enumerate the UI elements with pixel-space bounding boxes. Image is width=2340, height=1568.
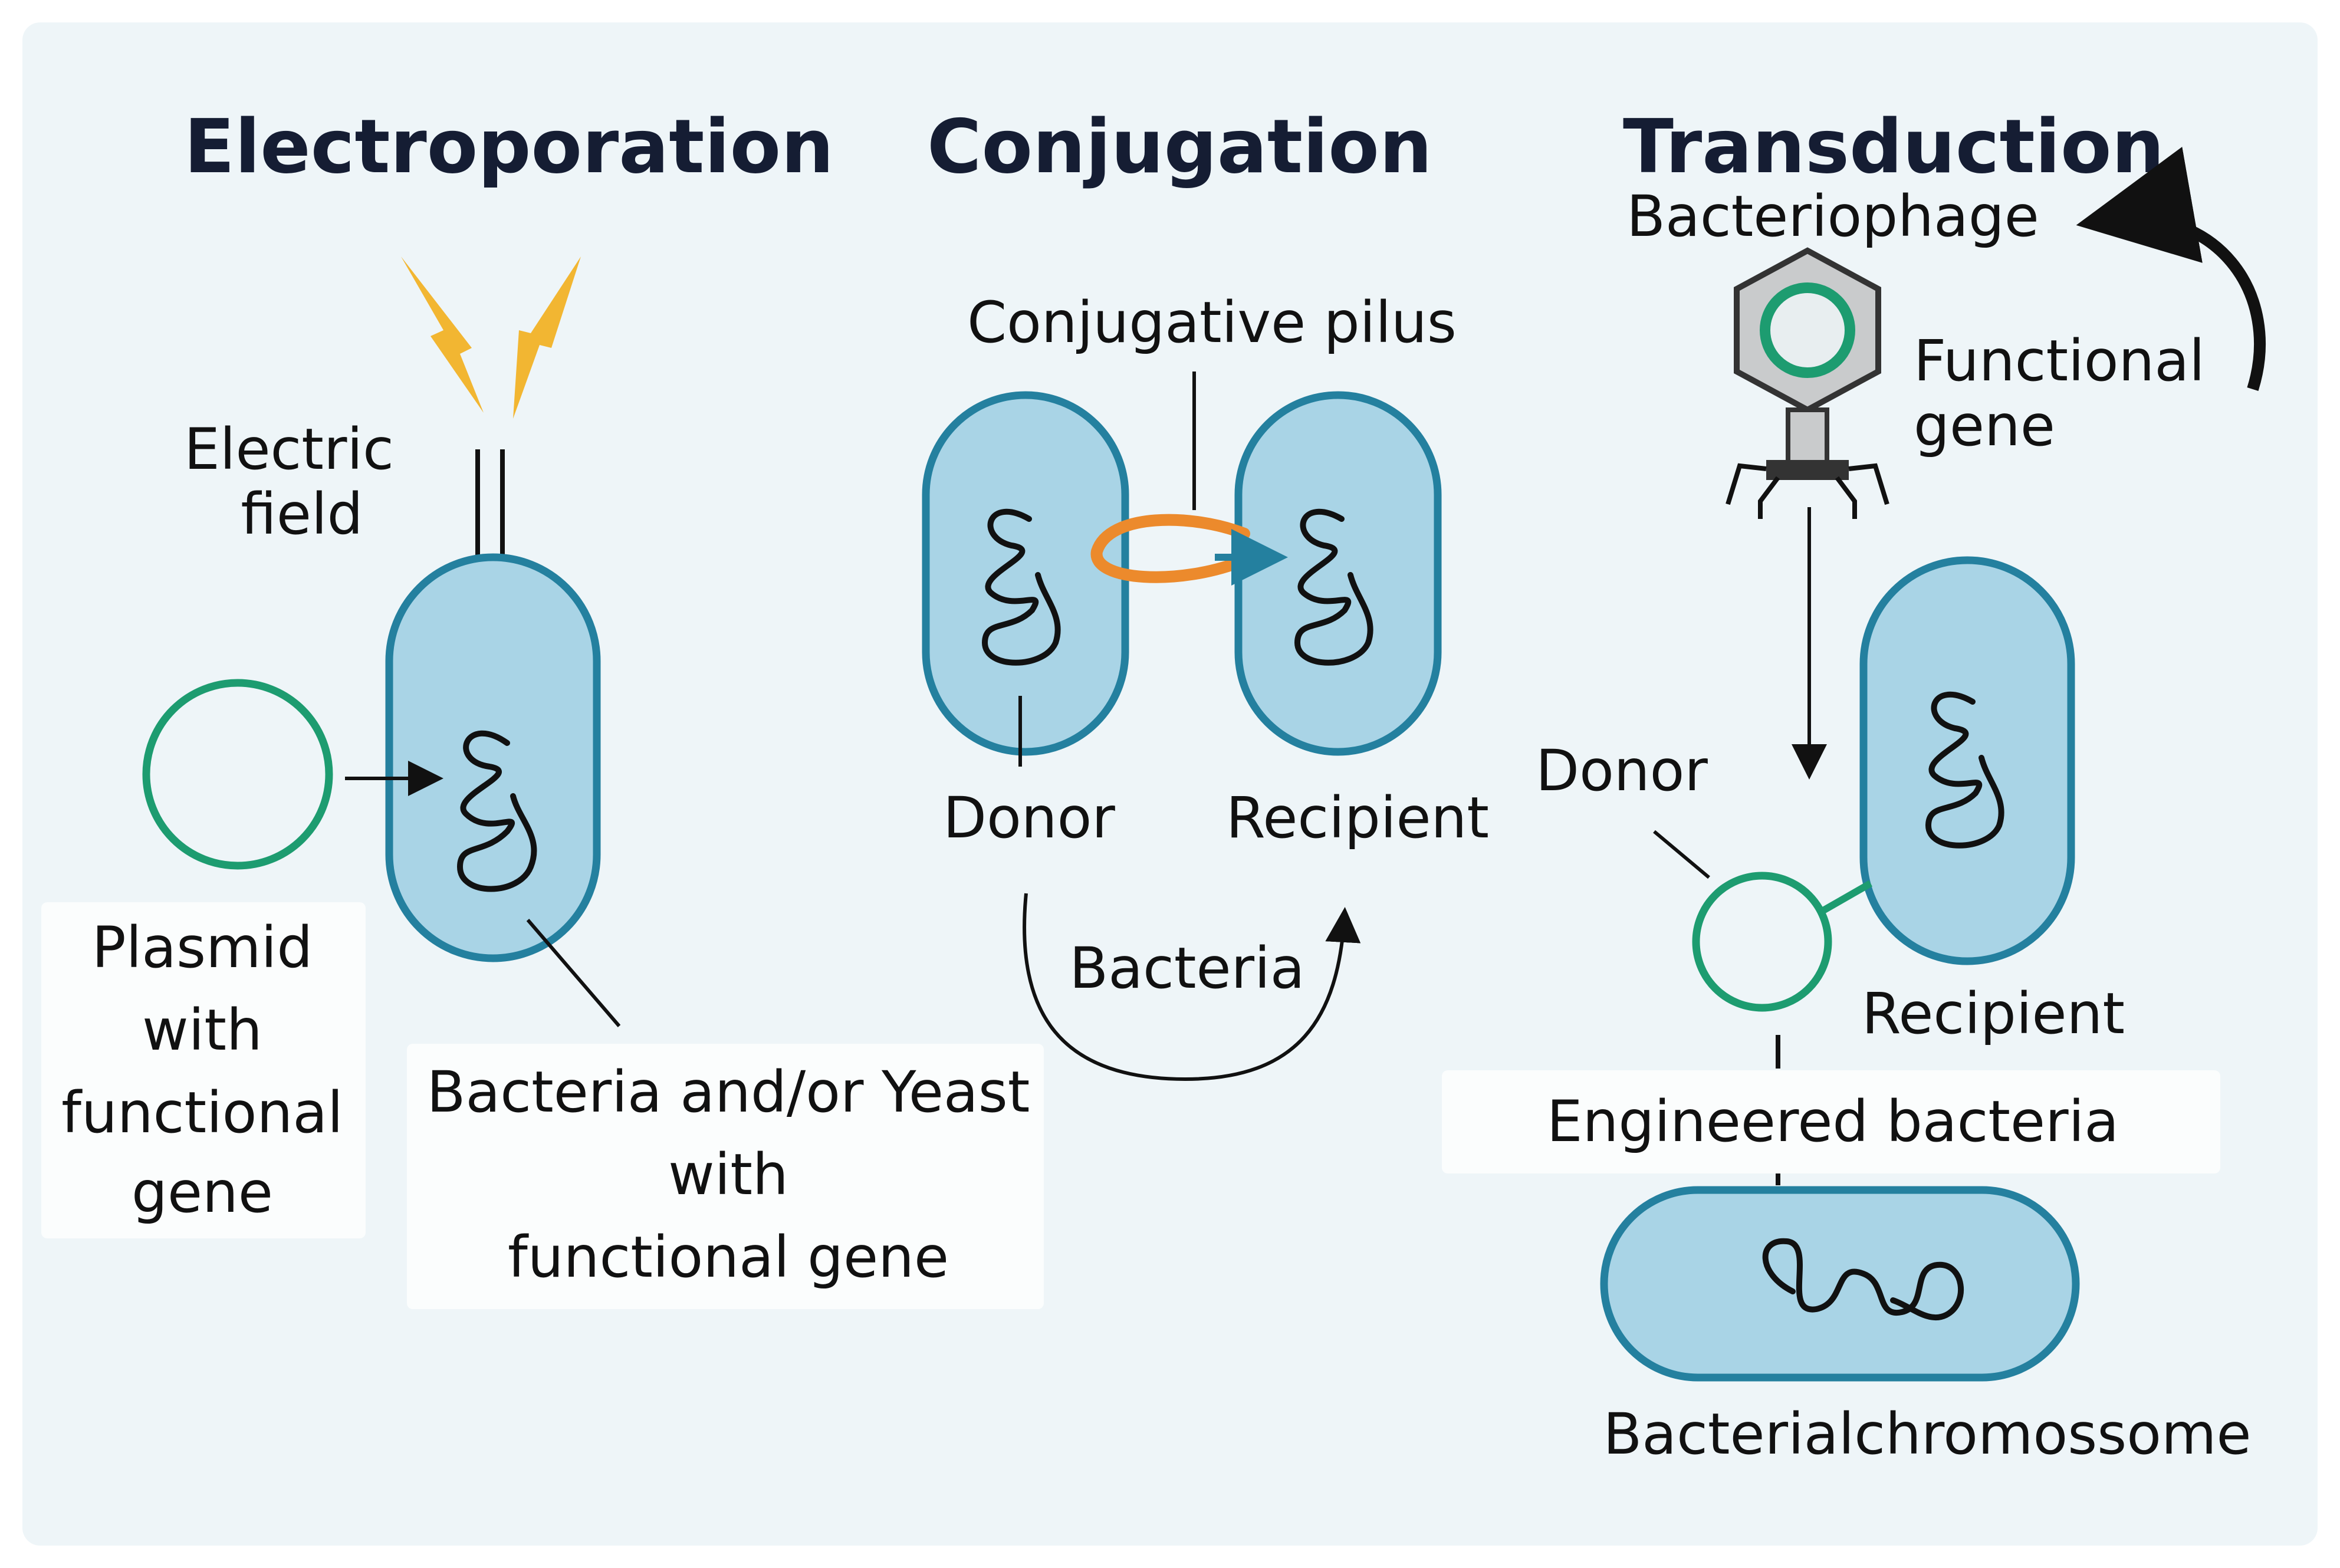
transduction-donor-label: Donor (1536, 738, 1708, 804)
transduction-panel: Bacteriophage Functional gene Donor Reci… (1442, 147, 2266, 1467)
transduction-recipient-label: Recipient (1862, 981, 2125, 1047)
electroporation-plasmid (142, 679, 333, 870)
plasmid-to-recipient-connector (1820, 880, 1872, 915)
host-label-leader (526, 919, 621, 1027)
transduction-recipient-dna (1925, 691, 2004, 849)
donor-dna (982, 508, 1061, 666)
title-conjugation: Conjugation (927, 103, 1432, 190)
title-transduction: Transduction (1623, 103, 2164, 190)
plasmid-label-line2: with (142, 997, 262, 1063)
host-label-line3: functional gene (508, 1224, 949, 1290)
host-label-box (407, 1044, 1044, 1309)
functional-gene-label-line2: gene (1914, 393, 2055, 459)
electroporation-panel: Electric field Plasmid with functional g… (41, 257, 1044, 1309)
plasmid-label-line1: Plasmid (92, 915, 313, 981)
conjugation-recipient-label: Recipient (1226, 785, 1489, 851)
conjugation-bacteria-label: Bacteria (1069, 935, 1304, 1001)
host-label-line2: with (668, 1142, 788, 1208)
conjugative-pilus-label: Conjugative pilus (967, 290, 1457, 356)
plasmid-label-line4: gene (132, 1159, 273, 1225)
functional-gene-label-line1: Functional (1914, 328, 2205, 394)
engineered-label-box (1442, 1070, 2220, 1173)
host-label-line1: Bacteria and/or Yeast (427, 1059, 1030, 1125)
bacteria-transfer-arrow (1023, 893, 1361, 1082)
phage-cycle-arrow (2076, 147, 2266, 391)
conjugation-recipient-cell (1234, 391, 1442, 756)
electroporation-host-cell (385, 553, 601, 962)
conjugative-pilus (1090, 514, 1250, 583)
plasmid-label-line3: functional (61, 1080, 343, 1146)
transduction-donor-plasmid (1692, 872, 1832, 1012)
conjugation-panel: Conjugative pilus Donor Recipient Bacter… (922, 290, 1489, 1082)
engineered-bacteria-label: Engineered bacteria (1547, 1089, 2119, 1155)
transduction-recipient-cell (1859, 556, 2075, 965)
lightning-bolt-right-icon (513, 257, 581, 419)
bacteriophage-icon (1726, 247, 1889, 519)
conjugation-donor-cell (922, 391, 1129, 756)
conjugation-donor-label: Donor (943, 785, 1115, 851)
bacterial-chromosome-dna (1762, 1238, 1964, 1321)
lightning-bolt-left-icon (401, 257, 484, 413)
title-electroporation: Electroporation (184, 103, 834, 190)
bacterial-chromosome-label: Bacterialchromossome (1603, 1401, 2251, 1467)
plasmid-label-box (41, 902, 366, 1238)
transduction-donor-leader (1653, 830, 1710, 879)
bacteriophage-label: Bacteriophage (1626, 183, 2039, 249)
electroporation-dna (457, 730, 537, 892)
recipient-dna (1294, 508, 1373, 666)
electric-field-label-line2: field (241, 481, 363, 547)
electric-field-label-line1: Electric (184, 416, 394, 482)
